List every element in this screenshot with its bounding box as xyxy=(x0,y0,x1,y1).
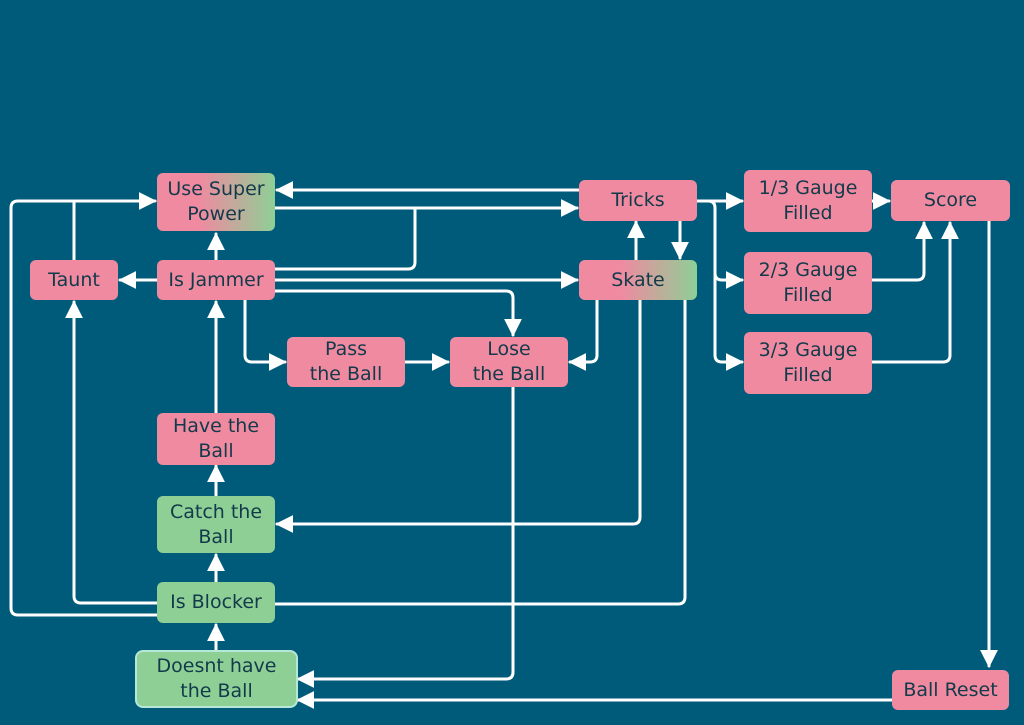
edge-tricks-to-gauge-3 xyxy=(713,273,744,371)
node-taunt: Taunt xyxy=(30,260,118,300)
edge-is-blocker-to-use-super-power xyxy=(9,192,160,617)
node-gauge-3-3-filled: 3/3 Gauge Filled xyxy=(744,332,872,394)
node-is-jammer: Is Jammer xyxy=(157,260,275,300)
edge-is-jammer-to-lose-the-ball xyxy=(273,289,522,337)
node-skate: Skate xyxy=(579,260,697,300)
node-ball-reset: Ball Reset xyxy=(892,670,1009,710)
node-pass-the-ball: Pass the Ball xyxy=(287,337,405,387)
edge-is-jammer-to-pass-the-ball xyxy=(243,298,287,371)
edge-tricks-to-gauge-2 xyxy=(695,199,744,289)
edge-gauge-2-to-score xyxy=(870,221,933,282)
node-tricks: Tricks xyxy=(579,180,697,221)
edge-skate-to-catch xyxy=(275,298,642,533)
node-catch-the-ball: Catch the Ball xyxy=(157,496,275,553)
node-use-super-power: Use Super Power xyxy=(157,173,275,231)
node-is-blocker: Is Blocker xyxy=(157,582,275,623)
node-have-the-ball: Have the Ball xyxy=(157,413,275,465)
edge-is-blocker-to-taunt xyxy=(65,300,160,605)
edge-lose-to-doesnt-have xyxy=(296,385,515,688)
node-score: Score xyxy=(891,180,1010,221)
edge-skate-to-lose xyxy=(568,298,599,371)
node-gauge-1-3-filled: 1/3 Gauge Filled xyxy=(744,170,872,232)
edge-gauge-3-to-score xyxy=(870,221,959,364)
edge-skate-to-is-blocker xyxy=(273,298,687,606)
node-doesnt-have-the-ball: Doesnt have the Ball xyxy=(137,652,296,706)
edge-is-jammer-to-tricks xyxy=(273,206,417,271)
node-gauge-2-3-filled: 2/3 Gauge Filled xyxy=(744,252,872,314)
node-lose-the-ball: Lose the Ball xyxy=(450,337,568,387)
